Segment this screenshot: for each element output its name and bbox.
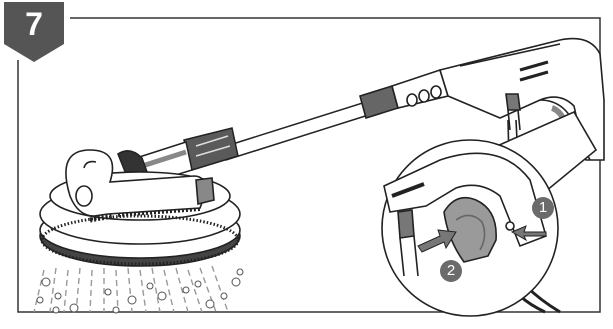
callout-marker-1: 1 — [532, 197, 554, 219]
detail-zoom-callout — [382, 112, 596, 316]
callout-marker-2: 2 — [440, 260, 462, 282]
lance-pipe — [220, 100, 378, 160]
water-spray — [34, 266, 228, 312]
step-number: 7 — [6, 4, 62, 44]
